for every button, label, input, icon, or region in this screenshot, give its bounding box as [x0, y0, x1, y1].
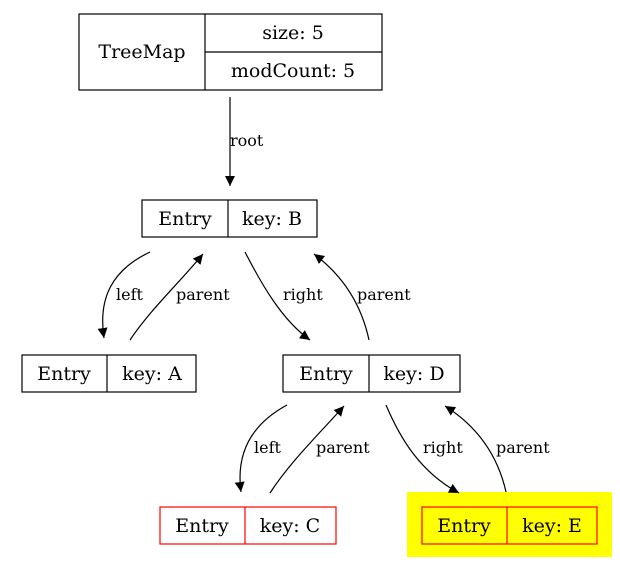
- edge-d-right: right: [385, 404, 463, 494]
- entry-b-key: key: B: [242, 208, 302, 230]
- edge-label-root: root: [230, 131, 264, 150]
- edge-label-b-left: left: [116, 285, 144, 304]
- entry-b-type: Entry: [158, 208, 212, 230]
- edge-d-left: left: [234, 404, 288, 493]
- entry-e-key: key: E: [522, 515, 582, 537]
- edge-label-d-right: right: [423, 438, 463, 457]
- entry-c-type: Entry: [175, 515, 229, 537]
- edge-d-parent: parent: [313, 253, 411, 341]
- edge-b-left: left: [97, 251, 151, 339]
- edge-label-c-parent: parent: [316, 438, 370, 457]
- entry-node-b: Entry key: B: [141, 199, 318, 238]
- edge-b-right: right: [244, 251, 323, 341]
- entry-c-key: key: C: [260, 515, 320, 537]
- entry-e-type: Entry: [437, 515, 491, 537]
- treemap-size: size: 5: [262, 22, 324, 44]
- edge-c-parent: parent: [269, 405, 370, 494]
- entry-d-key: key: D: [383, 363, 444, 385]
- edge-label-a-parent: parent: [176, 285, 230, 304]
- entry-node-c: Entry key: C: [159, 506, 337, 545]
- edge-label-b-right: right: [283, 285, 323, 304]
- edge-label-d-left: left: [254, 438, 282, 457]
- entry-node-a: Entry key: A: [21, 354, 197, 393]
- edge-a-parent: parent: [129, 253, 230, 341]
- treemap-modcount: modCount: 5: [231, 60, 355, 82]
- edge-label-e-parent: parent: [496, 438, 550, 457]
- entry-a-key: key: A: [122, 363, 182, 385]
- entry-node-d: Entry key: D: [282, 354, 461, 393]
- entry-d-type: Entry: [299, 363, 353, 385]
- entry-a-type: Entry: [37, 363, 91, 385]
- edge-e-parent: parent: [444, 405, 550, 493]
- treemap-title: TreeMap: [98, 41, 185, 63]
- treemap-node: TreeMap size: 5 modCount: 5: [78, 13, 383, 91]
- entry-node-e: Entry key: E: [407, 492, 612, 557]
- edge-label-d-parent: parent: [357, 285, 411, 304]
- entry-e-highlight: [407, 492, 612, 557]
- edge-root: root: [225, 97, 264, 186]
